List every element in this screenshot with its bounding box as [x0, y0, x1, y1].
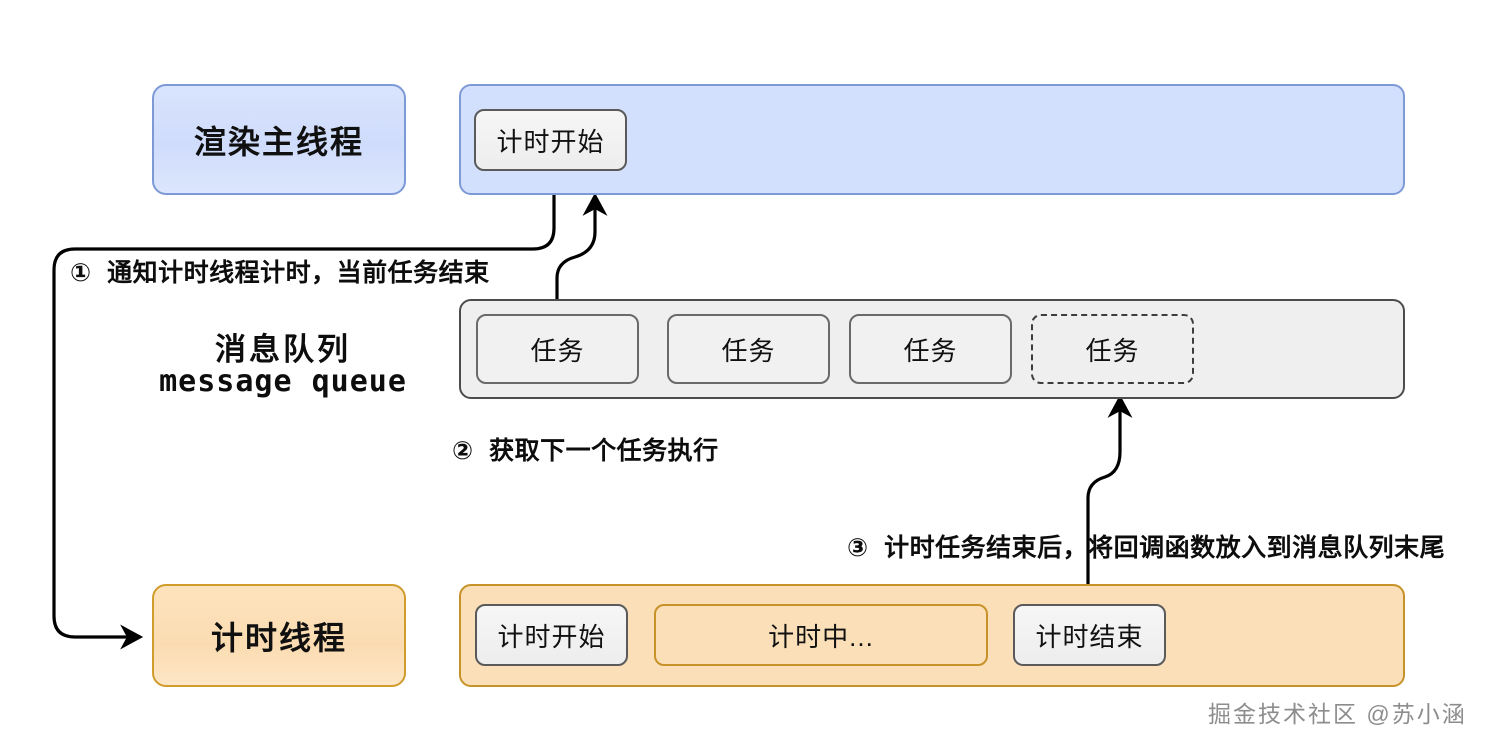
lane-label-timer-thread-text: 计时线程	[210, 619, 347, 656]
watermark-text: 掘金技术社区 @苏小涵	[1208, 701, 1467, 727]
note-3-text: 计时任务结束后，将回调函数放入到消息队列末尾	[884, 534, 1446, 562]
watermark: 掘金技术社区 @苏小涵	[1208, 695, 1467, 729]
timer-chip-start[interactable]: 计时开始	[475, 604, 628, 666]
queue-task-4-pending-label: 任务	[1085, 335, 1140, 366]
note-1: ① 通知计时线程计时，当前任务结束	[70, 253, 490, 289]
chip-main-thread-timer-start[interactable]: 计时开始	[474, 109, 627, 171]
queue-task-1[interactable]: 任务	[476, 314, 639, 384]
arrow-enqueue-callback	[1086, 394, 1133, 604]
lane-label-main-thread: 渲染主线程	[152, 84, 406, 195]
queue-task-4-pending[interactable]: 任务	[1031, 314, 1194, 384]
queue-task-2-label: 任务	[721, 335, 776, 366]
queue-label-en: message queue	[128, 364, 438, 399]
queue-label-en-text: message queue	[159, 364, 407, 399]
note-2-text: 获取下一个任务执行	[489, 437, 719, 465]
queue-task-3[interactable]: 任务	[849, 314, 1012, 384]
timer-chip-start-label: 计时开始	[497, 621, 606, 652]
queue-task-2[interactable]: 任务	[667, 314, 830, 384]
arrow-fetch-next-task	[555, 192, 608, 312]
note-2-marker: ②	[452, 437, 474, 465]
lane-label-timer-thread: 计时线程	[152, 584, 406, 687]
timer-chip-counting[interactable]: 计时中...	[654, 604, 988, 666]
timer-chip-counting-label: 计时中...	[768, 621, 874, 652]
queue-label-cn: 消息队列	[128, 324, 438, 369]
lane-label-main-thread-text: 渲染主线程	[193, 123, 364, 160]
note-3-marker: ③	[847, 534, 869, 562]
note-3: ③ 计时任务结束后，将回调函数放入到消息队列末尾	[847, 528, 1445, 564]
chip-main-thread-timer-start-label: 计时开始	[496, 126, 605, 157]
arrow-notify-timer-thread	[52, 173, 556, 650]
timer-chip-end-label: 计时结束	[1035, 621, 1144, 652]
timer-chip-end[interactable]: 计时结束	[1013, 604, 1166, 666]
note-1-text: 通知计时线程计时，当前任务结束	[107, 259, 490, 287]
note-2: ② 获取下一个任务执行	[452, 431, 719, 467]
queue-label-cn-text: 消息队列	[215, 332, 351, 367]
note-1-marker: ①	[70, 259, 92, 287]
queue-task-3-label: 任务	[903, 335, 958, 366]
queue-task-1-label: 任务	[530, 335, 585, 366]
